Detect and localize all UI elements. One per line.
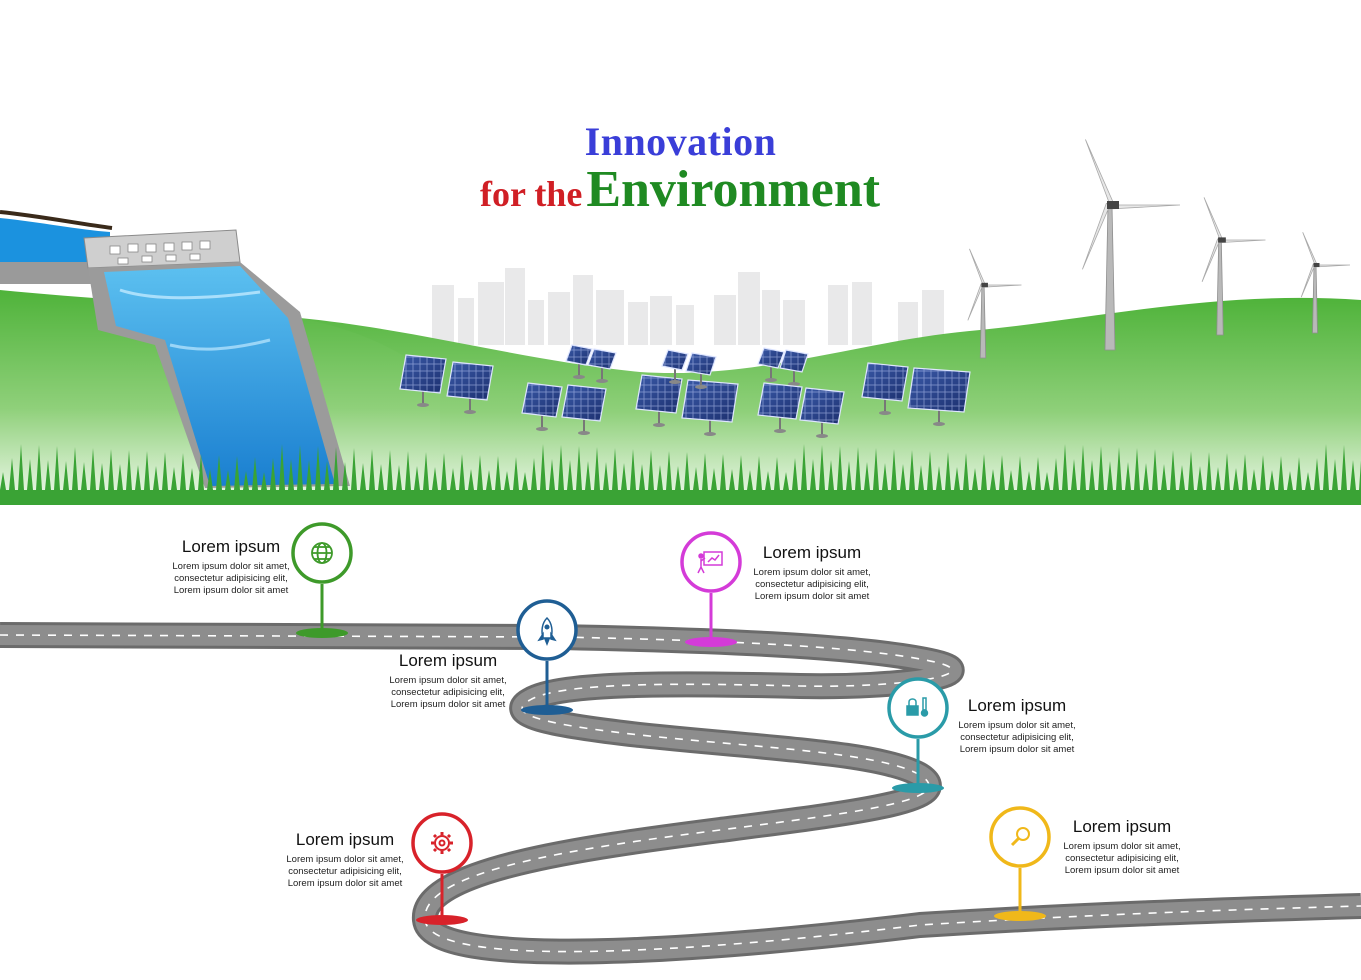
title-innovation: Innovation (584, 119, 777, 164)
grass-fringe (0, 444, 1361, 505)
magnifier-icon (1010, 827, 1030, 847)
city-skyline (432, 268, 944, 345)
milestone-1-text: Lorem ipsum Lorem ipsum dolor sit amet, … (166, 537, 296, 597)
wind-turbine (967, 248, 1022, 359)
milestone-2-body: Lorem ipsum dolor sit amet, consectetur … (389, 675, 507, 710)
solar-panel (587, 348, 617, 383)
presentation-icon (697, 551, 723, 574)
solar-panel-farm (399, 344, 971, 438)
solar-panel (685, 352, 717, 389)
milestone-4-pin (887, 677, 949, 793)
rocket-icon (537, 616, 557, 647)
milestone-5-pin (411, 812, 473, 925)
solar-panel (661, 349, 689, 384)
milestone-6-body: Lorem ipsum dolor sit amet, consectetur … (1063, 841, 1181, 876)
milestone-2-heading: Lorem ipsum (398, 651, 498, 670)
wind-turbine (1082, 139, 1181, 351)
gear-icon (431, 832, 453, 854)
title-environment: for the Environment (480, 160, 900, 219)
solar-panel (521, 382, 563, 431)
solar-panel (681, 379, 739, 436)
lock-thermometer-icon (906, 697, 929, 717)
milestone-3-text: Lorem ipsum Lorem ipsum dolor sit amet, … (747, 543, 877, 603)
milestone-3-pin (680, 531, 742, 647)
solar-panel (861, 362, 909, 415)
winding-road (0, 622, 1361, 965)
solar-panel (565, 344, 593, 379)
solar-panel (561, 384, 607, 435)
milestone-4-body: Lorem ipsum dolor sit amet, consectetur … (958, 720, 1076, 755)
hydro-dam (0, 210, 350, 488)
wind-turbine (1201, 197, 1266, 336)
solar-panel (779, 349, 809, 386)
solar-panel (757, 347, 785, 382)
milestone-4-heading: Lorem ipsum (967, 696, 1067, 715)
milestone-3-heading: Lorem ipsum (762, 543, 862, 562)
milestone-6-text: Lorem ipsum Lorem ipsum dolor sit amet, … (1057, 817, 1187, 877)
title-for-the: for the (480, 174, 583, 214)
milestone-4-text: Lorem ipsum Lorem ipsum dolor sit amet, … (952, 696, 1082, 756)
solar-panel (635, 374, 683, 427)
solar-panel (799, 387, 845, 438)
milestone-5-body: Lorem ipsum dolor sit amet, consectetur … (286, 854, 404, 889)
wind-turbines (967, 139, 1351, 359)
milestone-2-pin (516, 599, 578, 715)
milestone-3-body: Lorem ipsum dolor sit amet, consectetur … (753, 567, 871, 602)
milestone-5-heading: Lorem ipsum (295, 830, 395, 849)
milestone-5-text: Lorem ipsum Lorem ipsum dolor sit amet, … (280, 830, 410, 890)
solar-panel (446, 361, 494, 414)
milestone-1-body: Lorem ipsum dolor sit amet, consectetur … (172, 561, 290, 596)
milestone-6-pin (989, 806, 1051, 921)
milestone-2-text: Lorem ipsum Lorem ipsum dolor sit amet, … (383, 651, 513, 711)
milestone-6-heading: Lorem ipsum (1072, 817, 1172, 836)
solar-panel (757, 382, 803, 433)
milestone-1-heading: Lorem ipsum (181, 537, 281, 556)
solar-panel (399, 354, 447, 407)
globe-icon (311, 542, 333, 564)
wind-turbine (1300, 232, 1351, 334)
title-environment-word: Environment (586, 161, 881, 218)
milestone-1-pin (291, 522, 353, 638)
solar-panel (907, 367, 971, 426)
